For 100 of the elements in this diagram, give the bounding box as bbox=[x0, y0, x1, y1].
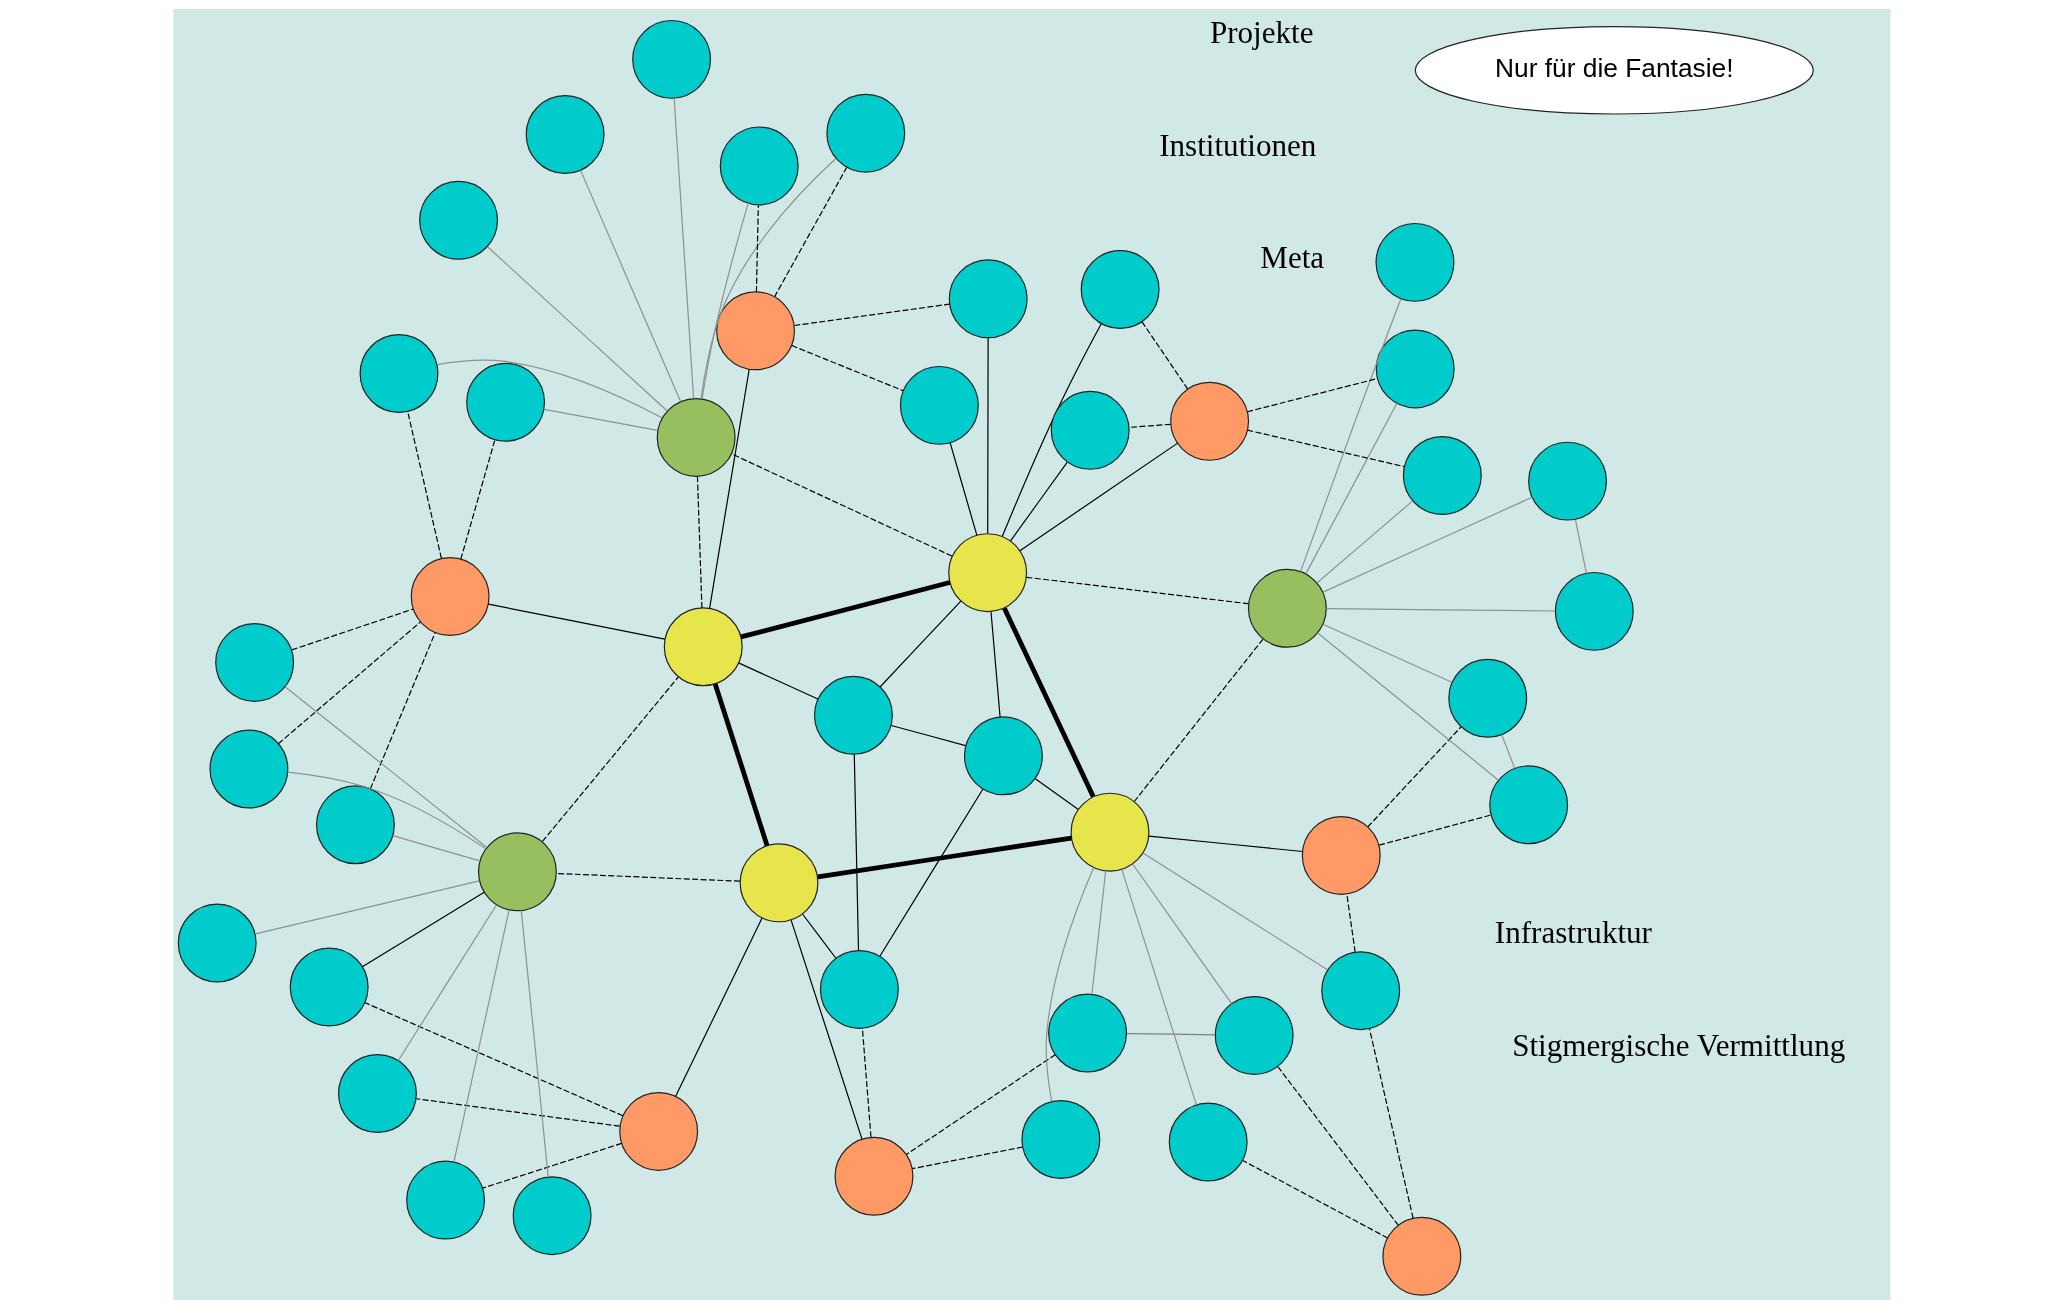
node-circle bbox=[315, 784, 395, 864]
connector bbox=[481, 1142, 622, 1189]
connector bbox=[1125, 1032, 1216, 1035]
node-circle bbox=[1488, 764, 1568, 844]
label: Stigmergische Vermittlung bbox=[1511, 1027, 1845, 1063]
node-circle bbox=[825, 93, 905, 173]
node-circle bbox=[1214, 995, 1294, 1075]
node-circle bbox=[1168, 1102, 1248, 1181]
node-circle bbox=[834, 1136, 913, 1216]
connector bbox=[415, 1097, 620, 1127]
node-circle bbox=[1381, 1216, 1461, 1296]
connector bbox=[254, 879, 480, 935]
node-circle bbox=[656, 397, 736, 477]
connector bbox=[1009, 461, 1068, 542]
node-circle bbox=[1070, 792, 1149, 872]
connector bbox=[1321, 496, 1533, 593]
connector bbox=[755, 204, 759, 292]
connector bbox=[406, 410, 442, 559]
connector bbox=[277, 621, 421, 744]
node-circle bbox=[1527, 441, 1607, 521]
connector bbox=[1345, 893, 1356, 952]
connector bbox=[1316, 631, 1499, 781]
connector bbox=[452, 909, 510, 1163]
connector bbox=[579, 169, 681, 402]
connector bbox=[739, 579, 950, 639]
node-circle bbox=[719, 125, 799, 205]
node-circle bbox=[1320, 950, 1400, 1030]
node-ellipse: Nur für die Fantasie! bbox=[1414, 25, 1814, 115]
connector bbox=[1025, 576, 1249, 604]
connector bbox=[1574, 518, 1587, 574]
connector bbox=[790, 919, 863, 1140]
connector bbox=[1316, 500, 1413, 583]
node-circle bbox=[208, 729, 288, 808]
connector bbox=[435, 359, 663, 419]
connector bbox=[696, 475, 702, 608]
connector bbox=[363, 1001, 623, 1116]
connector bbox=[861, 1027, 872, 1138]
connector bbox=[1090, 870, 1106, 995]
node-circle bbox=[1247, 568, 1327, 648]
node-circle bbox=[1375, 222, 1454, 302]
connector bbox=[989, 610, 1001, 718]
label: Infrastruktur bbox=[1494, 914, 1652, 950]
label: Projekte bbox=[1209, 14, 1314, 50]
connector bbox=[1299, 297, 1402, 572]
connector bbox=[487, 603, 665, 640]
connector bbox=[853, 753, 859, 951]
connector bbox=[1321, 623, 1452, 683]
connector bbox=[1034, 777, 1079, 810]
node-circle bbox=[418, 180, 498, 260]
connector bbox=[1141, 320, 1188, 390]
connector bbox=[391, 834, 480, 862]
connector bbox=[674, 917, 763, 1097]
node-circle bbox=[512, 1175, 592, 1255]
node-circle bbox=[465, 362, 545, 442]
node-circle bbox=[813, 675, 893, 755]
node-circle bbox=[899, 365, 979, 445]
connector bbox=[878, 788, 983, 957]
node-circle bbox=[177, 903, 257, 982]
connector bbox=[738, 662, 818, 700]
node-circle bbox=[525, 94, 605, 174]
node-circle bbox=[1375, 328, 1455, 408]
node-circle bbox=[1080, 249, 1160, 329]
connector bbox=[1241, 1159, 1388, 1239]
node-circle bbox=[715, 290, 795, 370]
connector bbox=[1001, 606, 1095, 798]
connector bbox=[673, 97, 694, 399]
connector bbox=[773, 166, 847, 297]
connector bbox=[1141, 851, 1328, 970]
connector bbox=[793, 303, 950, 326]
connector bbox=[286, 771, 486, 849]
connector bbox=[486, 245, 668, 411]
connector bbox=[708, 368, 750, 609]
connector bbox=[1018, 442, 1178, 551]
connector bbox=[1378, 813, 1492, 846]
connector bbox=[290, 608, 414, 650]
connector bbox=[1366, 725, 1461, 828]
node-circle bbox=[631, 19, 711, 99]
connector bbox=[1120, 868, 1197, 1105]
node-circle bbox=[1169, 381, 1249, 461]
node-circle bbox=[1047, 993, 1127, 1072]
label: Institutionen bbox=[1158, 127, 1316, 163]
connector bbox=[361, 891, 485, 967]
connector bbox=[730, 452, 952, 557]
connector bbox=[555, 872, 740, 882]
node-circle bbox=[477, 831, 557, 911]
connector bbox=[801, 913, 836, 959]
node-circle bbox=[947, 532, 1027, 612]
connector bbox=[1246, 377, 1378, 412]
connector bbox=[790, 344, 904, 391]
node-circle bbox=[289, 947, 369, 1026]
label: Meta bbox=[1259, 239, 1324, 275]
connector bbox=[1246, 429, 1405, 467]
connector bbox=[1304, 402, 1397, 574]
connector bbox=[700, 202, 749, 399]
node-circle bbox=[819, 949, 899, 1029]
node-circle bbox=[963, 715, 1043, 795]
node-circle bbox=[1554, 571, 1634, 651]
node-circle bbox=[1301, 815, 1381, 895]
node-circle bbox=[1050, 390, 1130, 470]
connector bbox=[1001, 322, 1102, 537]
